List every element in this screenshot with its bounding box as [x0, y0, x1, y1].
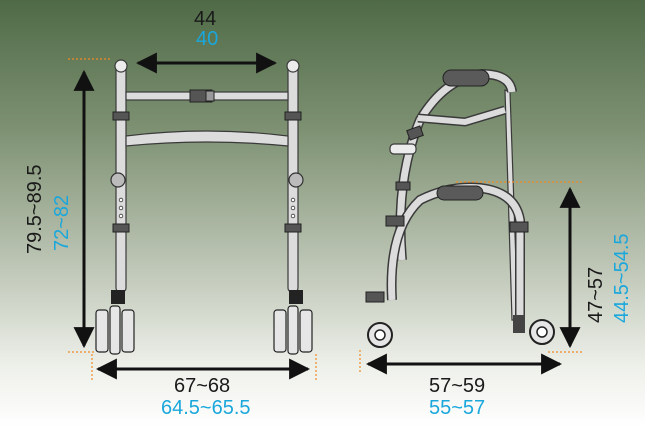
front-height-alt: 72~82 — [51, 194, 73, 251]
front-width-top-standard: 44 — [194, 8, 217, 30]
front-view-walker — [95, 59, 313, 355]
side-view-walker — [365, 68, 555, 348]
side-dimension-lines — [359, 181, 582, 375]
front-width-base-standard: 67~68 — [174, 375, 231, 397]
side-seat-height-alt: 44.5~54.5 — [611, 233, 633, 323]
side-depth-standard: 57~59 — [429, 375, 486, 397]
side-seat-height-standard: 47~57 — [585, 266, 607, 323]
front-height-standard: 79.5~89.5 — [24, 164, 46, 254]
front-dimension-lines — [68, 52, 317, 382]
side-depth-alt: 55~57 — [429, 397, 486, 419]
front-width-base-alt: 64.5~65.5 — [161, 397, 251, 419]
front-width-top-alt: 40 — [196, 28, 219, 50]
